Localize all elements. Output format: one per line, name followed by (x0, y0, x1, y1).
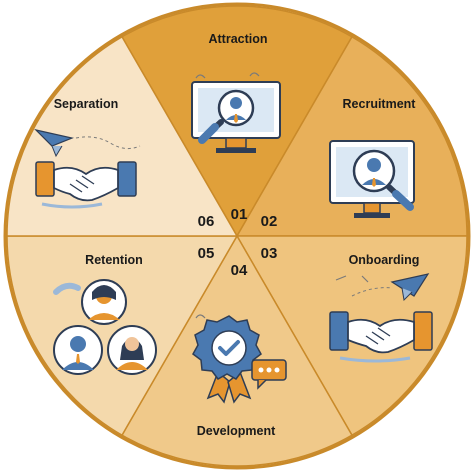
stage-number-05: 05 (198, 245, 215, 262)
handshake-icon (329, 273, 433, 363)
stage-number-02: 02 (261, 213, 278, 230)
stage-label-onboarding: Onboarding (349, 253, 420, 267)
candidate-search-monitor-icon (191, 72, 281, 153)
stage-label-development: Development (197, 424, 276, 438)
stage-label-separation: Separation (54, 97, 119, 111)
stage-label-retention: Retention (85, 253, 143, 267)
stage-label-recruitment: Recruitment (343, 97, 417, 111)
handshake-icon (34, 128, 141, 209)
stage-number-03: 03 (261, 245, 278, 262)
candidate-search-monitor-icon (329, 140, 415, 218)
stage-label-attraction: Attraction (208, 32, 267, 46)
award-badge-icon (192, 314, 287, 404)
stage-number-01: 01 (231, 206, 248, 223)
stage-number-06: 06 (198, 213, 215, 230)
stage-number-04: 04 (231, 262, 248, 279)
team-members-icon (53, 279, 157, 375)
